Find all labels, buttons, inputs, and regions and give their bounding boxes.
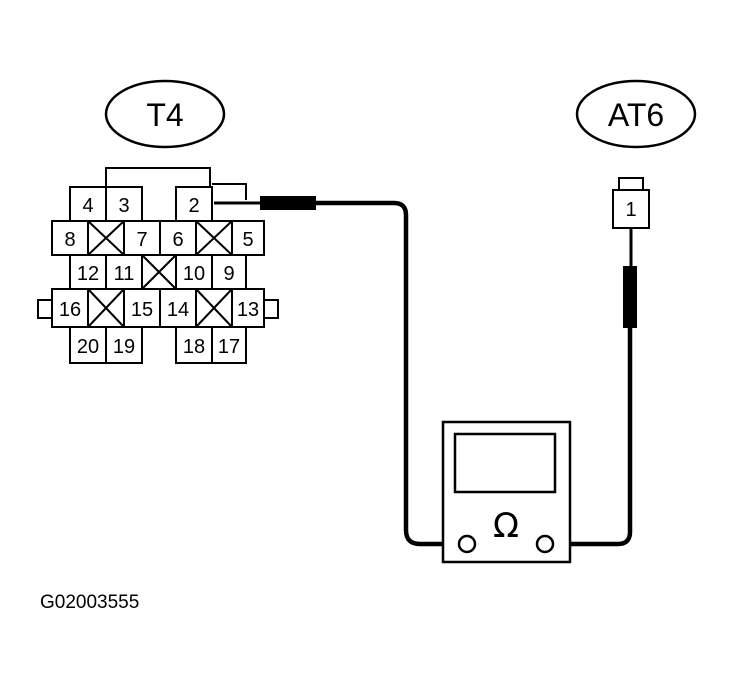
t4-pin-10: 10 <box>183 263 205 285</box>
t4-label: T4 <box>146 97 183 133</box>
t4-pin-16: 16 <box>59 299 81 321</box>
probe-lead-t4 <box>214 196 462 547</box>
t4-connector <box>37 167 279 364</box>
t4-left-ear <box>37 299 53 319</box>
t4-pin-4: 4 <box>82 195 93 217</box>
t4-pin-20: 20 <box>77 336 99 358</box>
t4-pin-19: 19 <box>113 336 135 358</box>
t4-label-bubble: T4 <box>104 79 226 149</box>
t4-pin-14: 14 <box>167 299 189 321</box>
t4-pin-6: 6 <box>172 229 183 251</box>
t4-pin-17: 17 <box>218 336 240 358</box>
probe-tip-at6 <box>623 266 637 328</box>
t4-pin-18: 18 <box>183 336 205 358</box>
t4-pin-5: 5 <box>242 229 253 251</box>
t4-pin-11: 11 <box>114 263 135 285</box>
t4-pin-labels: 4 3 2 8 7 6 5 12 11 10 9 16 15 14 13 20 … <box>59 195 259 358</box>
meter-display <box>453 432 557 494</box>
t4-pin-7: 7 <box>136 229 147 251</box>
at6-body <box>612 189 650 229</box>
ohmmeter: Ω <box>441 420 572 564</box>
t4-pin-15: 15 <box>131 299 153 321</box>
probe-lead-at6 <box>552 228 637 547</box>
at6-label-bubble: AT6 <box>575 79 697 149</box>
t4-pin-12: 12 <box>77 263 99 285</box>
figure-code: G02003555 <box>40 592 139 613</box>
at6-label: AT6 <box>608 97 664 133</box>
probe-tip-t4 <box>260 196 316 210</box>
meter-terminal-right <box>535 534 555 554</box>
wire-at6-to-meter <box>552 328 633 547</box>
t4-right-ear <box>263 299 279 319</box>
t4-pin-9: 9 <box>223 263 234 285</box>
meter-terminal-left <box>457 534 477 554</box>
wire-t4-to-meter <box>316 200 462 547</box>
t4-pin-8: 8 <box>64 229 75 251</box>
at6-pin-1: 1 <box>625 199 636 221</box>
t4-pin-3: 3 <box>118 195 129 217</box>
ohm-symbol-icon: Ω <box>493 506 519 546</box>
t4-lock-tab <box>105 167 211 187</box>
t4-latch <box>212 183 247 200</box>
at6-lock-tab <box>618 177 644 191</box>
t4-pin-13: 13 <box>237 299 259 321</box>
t4-pin-2: 2 <box>188 195 199 217</box>
